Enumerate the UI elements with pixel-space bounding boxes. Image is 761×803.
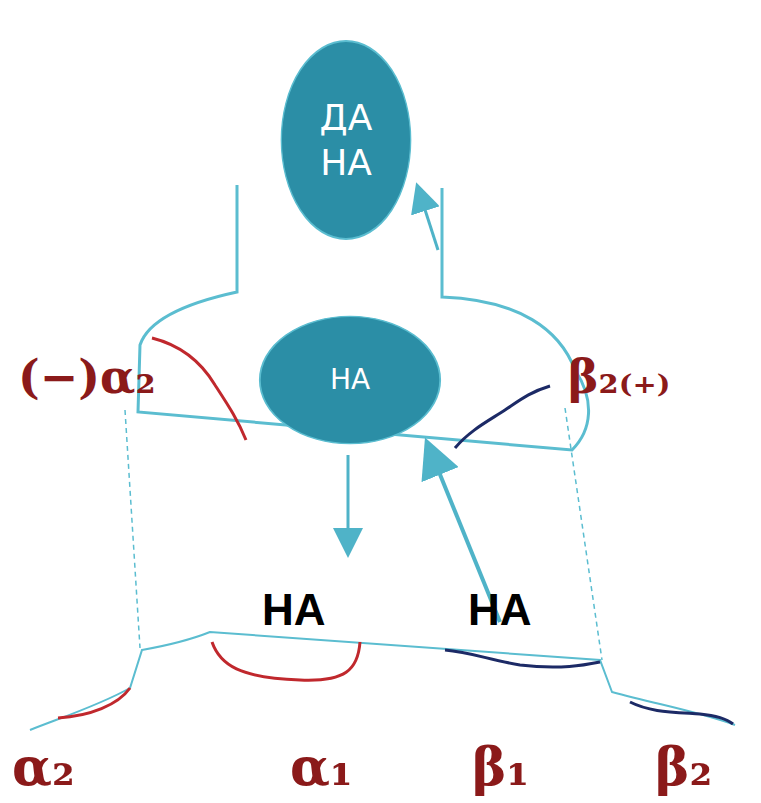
- node-text: ДА НА: [306, 95, 386, 185]
- transmitter-label: НА: [262, 586, 326, 634]
- receptor-label: (−)α₂: [18, 352, 156, 403]
- receptor-label: α₂: [12, 738, 75, 795]
- vesicle-circle: НА: [258, 315, 442, 445]
- release-arrow: [347, 455, 350, 552]
- guide-line: [565, 408, 602, 660]
- alpha1-receptor: [212, 642, 360, 680]
- beta1-receptor: [445, 650, 600, 667]
- vesicle-ellipse: ДА НА: [280, 39, 412, 241]
- ellipse-shape: [280, 39, 412, 241]
- beta2-receptor: [455, 386, 550, 448]
- receptor-label: β₂₍₊₎: [568, 352, 670, 403]
- synthesis-arrow: [418, 188, 438, 250]
- postsynaptic-membrane: [30, 632, 735, 730]
- receptor-label: α₁: [290, 738, 353, 795]
- alpha2-receptor: [58, 688, 130, 718]
- alpha2-receptor: [152, 338, 246, 440]
- transmitter-label: НА: [468, 586, 532, 634]
- beta2-receptor: [630, 702, 733, 724]
- guide-line: [125, 410, 140, 648]
- receptor-label: β₂: [655, 738, 712, 795]
- node-text: НА: [290, 363, 410, 397]
- receptor-label: β₁: [472, 738, 529, 795]
